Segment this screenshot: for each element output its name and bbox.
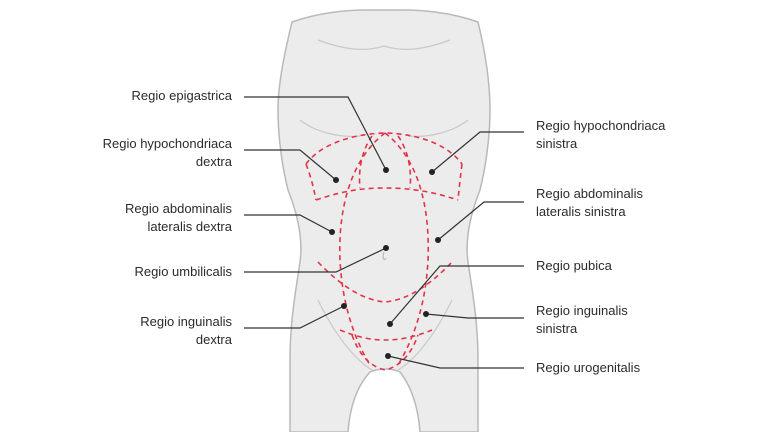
urogenital-curve — [351, 334, 419, 371]
label-text: Regio hypochondriaca — [102, 136, 232, 151]
dot-abdominalis-lateralis-dextra — [329, 229, 335, 235]
groin-line-right — [397, 299, 453, 371]
leader-hypochondriaca-sinistra — [431, 131, 524, 173]
dot-inguinalis-dextra — [341, 303, 347, 309]
torso-silhouette — [277, 9, 491, 432]
leader-pubica — [389, 265, 524, 325]
leader-abdominalis-lateralis-sinistra — [437, 201, 524, 241]
label-text: Regio umbilicalis — [134, 264, 232, 279]
dot-abdominalis-lateralis-sinistra — [435, 237, 441, 243]
subcostal-line — [315, 187, 459, 201]
dot-epigastrica — [383, 167, 389, 173]
hypochondriac-lower-right — [457, 163, 463, 201]
label-text: sinistra — [536, 321, 578, 336]
leader-lines — [244, 96, 524, 369]
umbilical-lower-line — [317, 261, 453, 303]
dot-inguinalis-sinistra — [423, 311, 429, 317]
leader-abdominalis-lateralis-dextra — [244, 214, 333, 233]
navel — [382, 251, 387, 261]
label-text: Regio abdominalis — [536, 186, 643, 201]
label-regio-epigastrica: Regio epigastrica — [132, 87, 232, 105]
label-regio-umbilicalis: Regio umbilicalis — [134, 263, 232, 281]
label-text: lateralis dextra — [147, 219, 232, 234]
label-regio-abdominalis-lateralis-sinistra: Regio abdominalis lateralis sinistra — [536, 185, 643, 221]
label-regio-urogenitalis: Regio urogenitalis — [536, 359, 640, 377]
dot-hypochondriaca-dextra — [333, 177, 339, 183]
costal-arch-line — [305, 132, 463, 165]
label-text: dextra — [195, 154, 232, 169]
leader-hypochondriaca-dextra — [244, 149, 337, 181]
torso-body — [277, 9, 491, 432]
label-regio-inguinalis-dextra: Regio inguinalis dextra — [140, 313, 232, 349]
label-text: Regio hypochondriaca — [536, 118, 666, 133]
dot-hypochondriaca-sinistra — [429, 169, 435, 175]
label-regio-pubica: Regio pubica — [536, 257, 612, 275]
chest-line-right — [407, 119, 469, 137]
label-regio-abdominalis-lateralis-dextra: Regio abdominalis lateralis dextra — [125, 200, 232, 236]
label-text: sinistra — [536, 136, 578, 151]
label-text: Regio urogenitalis — [536, 360, 641, 375]
epigastric-inner-right — [397, 135, 412, 189]
label-regio-inguinalis-sinistra: Regio inguinalis sinistra — [536, 302, 628, 338]
dot-pubica — [387, 321, 393, 327]
label-text: Regio inguinalis — [536, 303, 628, 318]
region-dots — [329, 167, 441, 359]
leader-urogenitalis — [387, 355, 524, 369]
label-text: lateralis sinistra — [536, 204, 626, 219]
leader-inguinalis-sinistra — [425, 313, 524, 319]
label-regio-hypochondriaca-sinistra: Regio hypochondriaca sinistra — [536, 117, 665, 153]
label-text: dextra — [195, 332, 232, 347]
label-text: Regio inguinalis — [140, 314, 232, 329]
label-text: Regio abdominalis — [125, 201, 232, 216]
hypochondriac-lower-left — [305, 163, 317, 201]
dot-umbilicalis — [383, 245, 389, 251]
dot-urogenitalis — [385, 353, 391, 359]
leader-epigastrica — [244, 96, 387, 171]
region-boundaries — [305, 132, 463, 371]
pubic-line — [339, 329, 433, 341]
label-regio-hypochondriaca-dextra: Regio hypochondriaca dextra — [103, 135, 232, 171]
clavicle-line — [317, 39, 451, 50]
label-text: Regio pubica — [536, 258, 612, 273]
groin-line-left — [317, 299, 373, 371]
leader-umbilicalis — [244, 247, 387, 273]
leader-inguinalis-dextra — [244, 305, 345, 329]
label-text: Regio epigastrica — [131, 88, 232, 103]
